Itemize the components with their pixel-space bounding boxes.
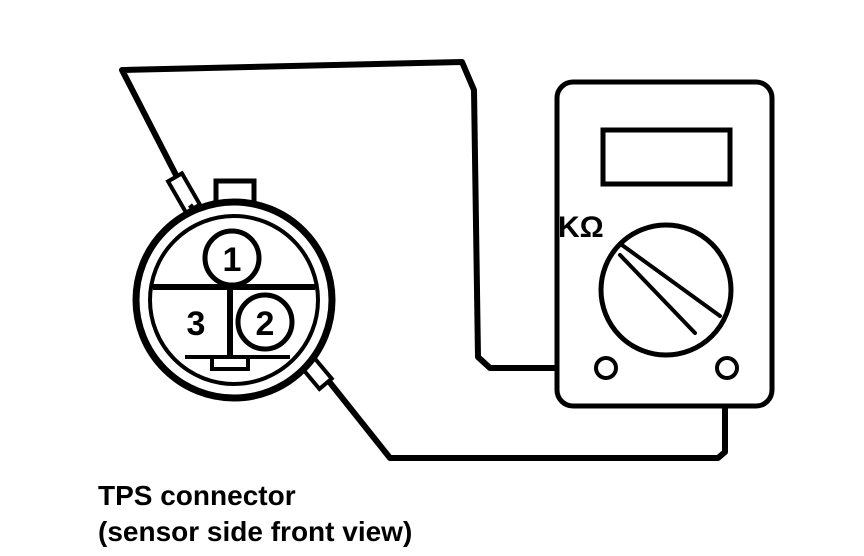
selector-dial[interactable] [598, 222, 734, 358]
caption-title: TPS connector [98, 480, 296, 511]
input-terminal-left[interactable] [594, 356, 618, 380]
test-lead-pin2 [297, 342, 728, 461]
connector-outer-ring [132, 198, 336, 402]
pin-2-circle [235, 292, 295, 352]
pin-1-label: 1 [223, 241, 242, 279]
pin-2-label: 2 [256, 305, 275, 343]
caption-subtitle: (sensor side front view) [98, 516, 413, 547]
input-terminal-right[interactable] [715, 356, 739, 380]
unit-label: KΩ [558, 211, 604, 244]
pin-3-label: 3 [187, 305, 206, 343]
multimeter-display [600, 127, 733, 187]
selector-pointer [618, 243, 722, 335]
diagram-caption: TPS connector (sensor side front view) [98, 478, 412, 550]
test-lead-pin1 [119, 59, 607, 371]
tps-connector: 1 2 3 [132, 178, 336, 402]
multimeter: KΩ [554, 79, 775, 409]
connector-inner-ring [148, 214, 320, 386]
pin-1-circle [202, 228, 262, 288]
